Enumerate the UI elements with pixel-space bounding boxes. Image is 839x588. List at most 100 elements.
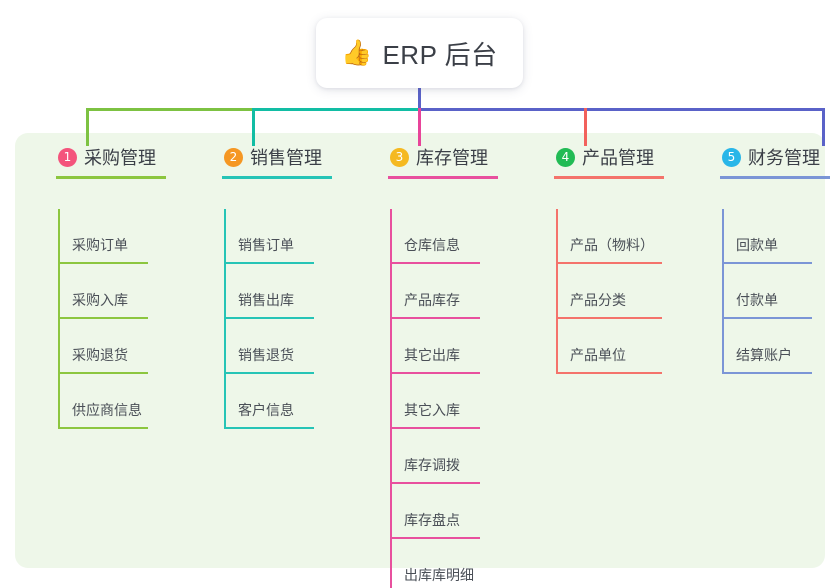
leaf-label: 产品库存	[404, 292, 460, 308]
leaf-label: 其它出库	[404, 347, 460, 363]
branch-title: 采购管理	[84, 148, 156, 168]
branch-column-finance: 5 财务管理回款单付款单结算账户	[702, 143, 830, 374]
leaf-item[interactable]: 产品单位	[558, 319, 662, 374]
leaf-underline	[392, 372, 480, 374]
leaf-item[interactable]: 付款单	[724, 264, 820, 319]
leaf-item[interactable]: 销售出库	[226, 264, 322, 319]
leaf-item[interactable]: 回款单	[724, 209, 820, 264]
branch-number-badge: 1	[58, 147, 77, 167]
leaf-item[interactable]: 产品（物料）	[558, 209, 662, 264]
leaf-label: 付款单	[736, 292, 778, 308]
leaf-spine	[556, 209, 558, 374]
leaf-label: 供应商信息	[72, 402, 142, 418]
leaf-underline	[392, 262, 480, 264]
leaf-spine	[722, 209, 724, 374]
leaf-underline	[60, 427, 148, 429]
leaf-underline	[558, 372, 662, 374]
leaf-label: 采购入库	[72, 292, 128, 308]
leaf-list-finance: 回款单付款单结算账户	[702, 209, 820, 374]
leaf-label: 产品分类	[570, 292, 626, 308]
branch-header-underline	[388, 176, 498, 179]
leaf-label: 出库库明细	[404, 567, 474, 583]
leaf-item[interactable]: 结算账户	[724, 319, 820, 374]
leaf-label: 库存盘点	[404, 512, 460, 528]
branch-title: 财务管理	[748, 148, 820, 168]
leaf-item[interactable]: 采购订单	[60, 209, 156, 264]
connector-trunk	[418, 88, 421, 110]
root-node-card[interactable]: 👍 ERP 后台	[316, 18, 523, 88]
leaf-label: 库存调拨	[404, 457, 460, 473]
branch-header-finance[interactable]: 5 财务管理	[702, 143, 830, 179]
leaf-item[interactable]: 产品分类	[558, 264, 662, 319]
connector-drop-1	[86, 108, 89, 146]
branch-header-purchase[interactable]: 1 采购管理	[38, 143, 166, 179]
branch-header-underline	[56, 176, 166, 179]
leaf-underline	[60, 372, 148, 374]
leaf-spine	[224, 209, 226, 429]
leaf-label: 采购退货	[72, 347, 128, 363]
leaf-underline	[60, 262, 148, 264]
leaf-underline	[226, 262, 314, 264]
connector-drop-2	[252, 108, 255, 146]
branch-column-purchase: 1 采购管理采购订单采购入库采购退货供应商信息	[38, 143, 166, 429]
branch-number-badge: 3	[390, 147, 409, 167]
leaf-item[interactable]: 其它出库	[392, 319, 488, 374]
leaf-underline	[226, 317, 314, 319]
leaf-underline	[724, 317, 812, 319]
leaf-underline	[60, 317, 148, 319]
branch-title: 产品管理	[582, 148, 654, 168]
leaf-label: 采购订单	[72, 237, 128, 253]
connector-bar-segment-2	[253, 108, 419, 111]
leaf-underline	[226, 372, 314, 374]
leaf-item[interactable]: 销售退货	[226, 319, 322, 374]
leaf-label: 其它入库	[404, 402, 460, 418]
leaf-item[interactable]: 出库库明细	[392, 539, 488, 588]
leaf-item[interactable]: 采购退货	[60, 319, 156, 374]
leaf-spine	[390, 209, 392, 588]
leaf-label: 产品单位	[570, 347, 626, 363]
leaf-underline	[392, 537, 480, 539]
branch-header-underline	[554, 176, 664, 179]
connector-drop-3	[418, 108, 421, 146]
connector-drop-4	[584, 108, 587, 146]
leaf-underline	[392, 482, 480, 484]
branch-column-sales: 2 销售管理销售订单销售出库销售退货客户信息	[204, 143, 332, 429]
leaf-underline	[724, 372, 812, 374]
leaf-label: 销售订单	[238, 237, 294, 253]
leaf-label: 结算账户	[736, 347, 792, 363]
branch-number-badge: 5	[722, 147, 741, 167]
leaf-item[interactable]: 客户信息	[226, 374, 322, 429]
branch-header-underline	[222, 176, 332, 179]
leaf-list-inventory: 仓库信息产品库存其它出库其它入库库存调拨库存盘点出库库明细	[370, 209, 488, 588]
branch-number-badge: 2	[224, 147, 243, 167]
leaf-item[interactable]: 供应商信息	[60, 374, 156, 429]
leaf-item[interactable]: 仓库信息	[392, 209, 488, 264]
root-node-title: ERP 后台	[382, 39, 498, 70]
leaf-label: 销售出库	[238, 292, 294, 308]
branch-header-sales[interactable]: 2 销售管理	[204, 143, 332, 179]
leaf-label: 仓库信息	[404, 237, 460, 253]
leaf-underline	[226, 427, 314, 429]
branch-column-product: 4 产品管理产品（物料） 产品分类产品单位	[536, 143, 664, 374]
leaf-item[interactable]: 库存调拨	[392, 429, 488, 484]
leaf-item[interactable]: 其它入库	[392, 374, 488, 429]
leaf-item[interactable]: 采购入库	[60, 264, 156, 319]
branch-header-product[interactable]: 4 产品管理	[536, 143, 664, 179]
leaf-spine	[58, 209, 60, 429]
connector-drop-5	[822, 108, 825, 146]
leaf-underline	[558, 317, 662, 319]
branch-header-underline	[720, 176, 830, 179]
leaf-underline	[392, 427, 480, 429]
leaf-item[interactable]: 销售订单	[226, 209, 322, 264]
branch-panel-background	[15, 133, 825, 568]
leaf-item[interactable]: 产品库存	[392, 264, 488, 319]
leaf-underline	[558, 262, 662, 264]
branch-number-badge: 4	[556, 147, 575, 167]
leaf-item[interactable]: 库存盘点	[392, 484, 488, 539]
leaf-label: 销售退货	[238, 347, 294, 363]
branch-title: 销售管理	[250, 148, 322, 168]
leaf-label: 产品（物料）	[570, 237, 654, 253]
